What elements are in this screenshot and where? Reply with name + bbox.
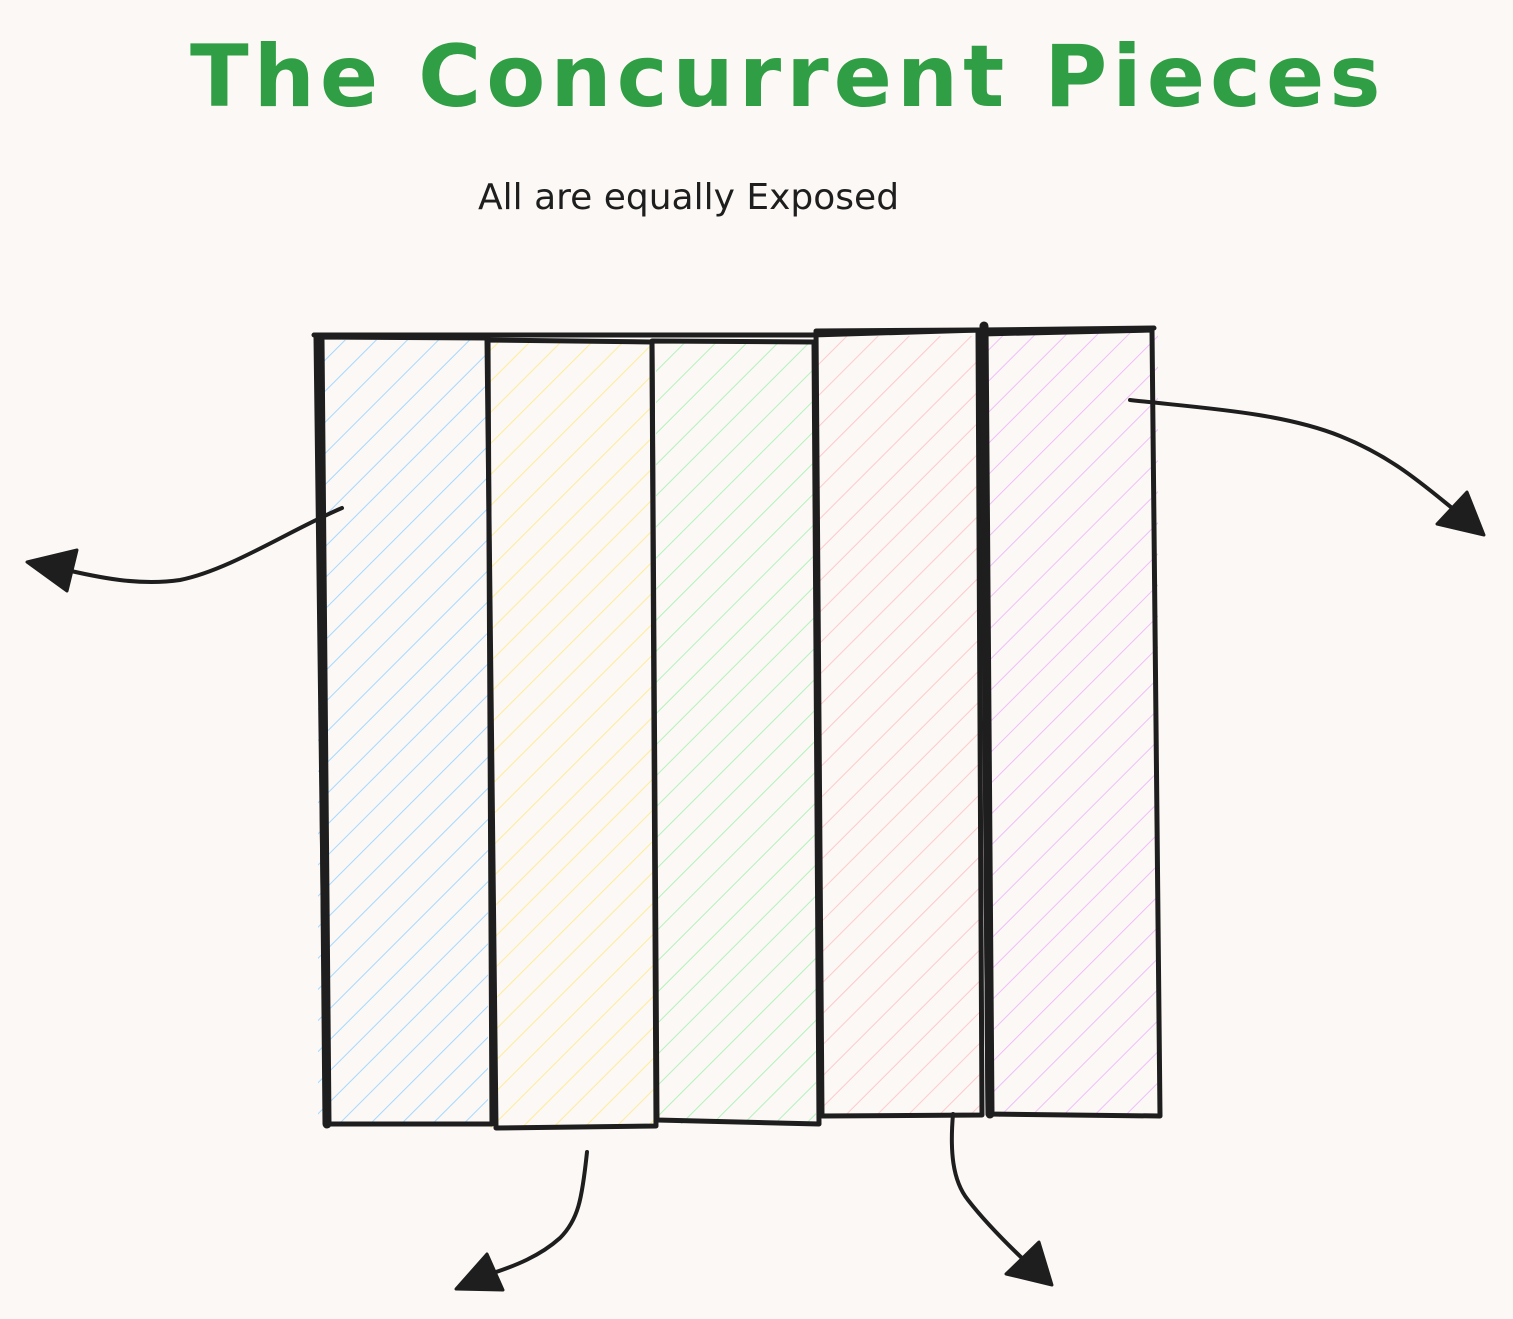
diagram-subtitle: All are equally Exposed [478, 177, 900, 218]
piece-2-fill [490, 342, 654, 1128]
arrow-right [1128, 398, 1454, 510]
piece-4-fill [818, 336, 982, 1116]
arrow-left-head [25, 548, 79, 593]
arrow-bottom-right [949, 1112, 1028, 1264]
piece-3-outline [649, 338, 822, 1127]
arrow-left [56, 506, 344, 585]
outer-top-edge [311, 325, 1157, 338]
piece-2-outline [484, 337, 659, 1131]
diagram-title: The Concurrent Pieces [190, 27, 1386, 127]
arrow-bottom-left-head [454, 1252, 505, 1292]
piece-5-fill [986, 333, 1158, 1117]
piece-1-fill [318, 340, 488, 1124]
arrow-right-head [1435, 490, 1486, 537]
piece-5-left-edge [979, 321, 995, 1119]
arrow-bottom-left [488, 1150, 589, 1276]
piece-1-left-edge [315, 335, 332, 1129]
piece-3-fill [656, 342, 816, 1124]
arrow-bottom-right-head [1004, 1240, 1054, 1287]
